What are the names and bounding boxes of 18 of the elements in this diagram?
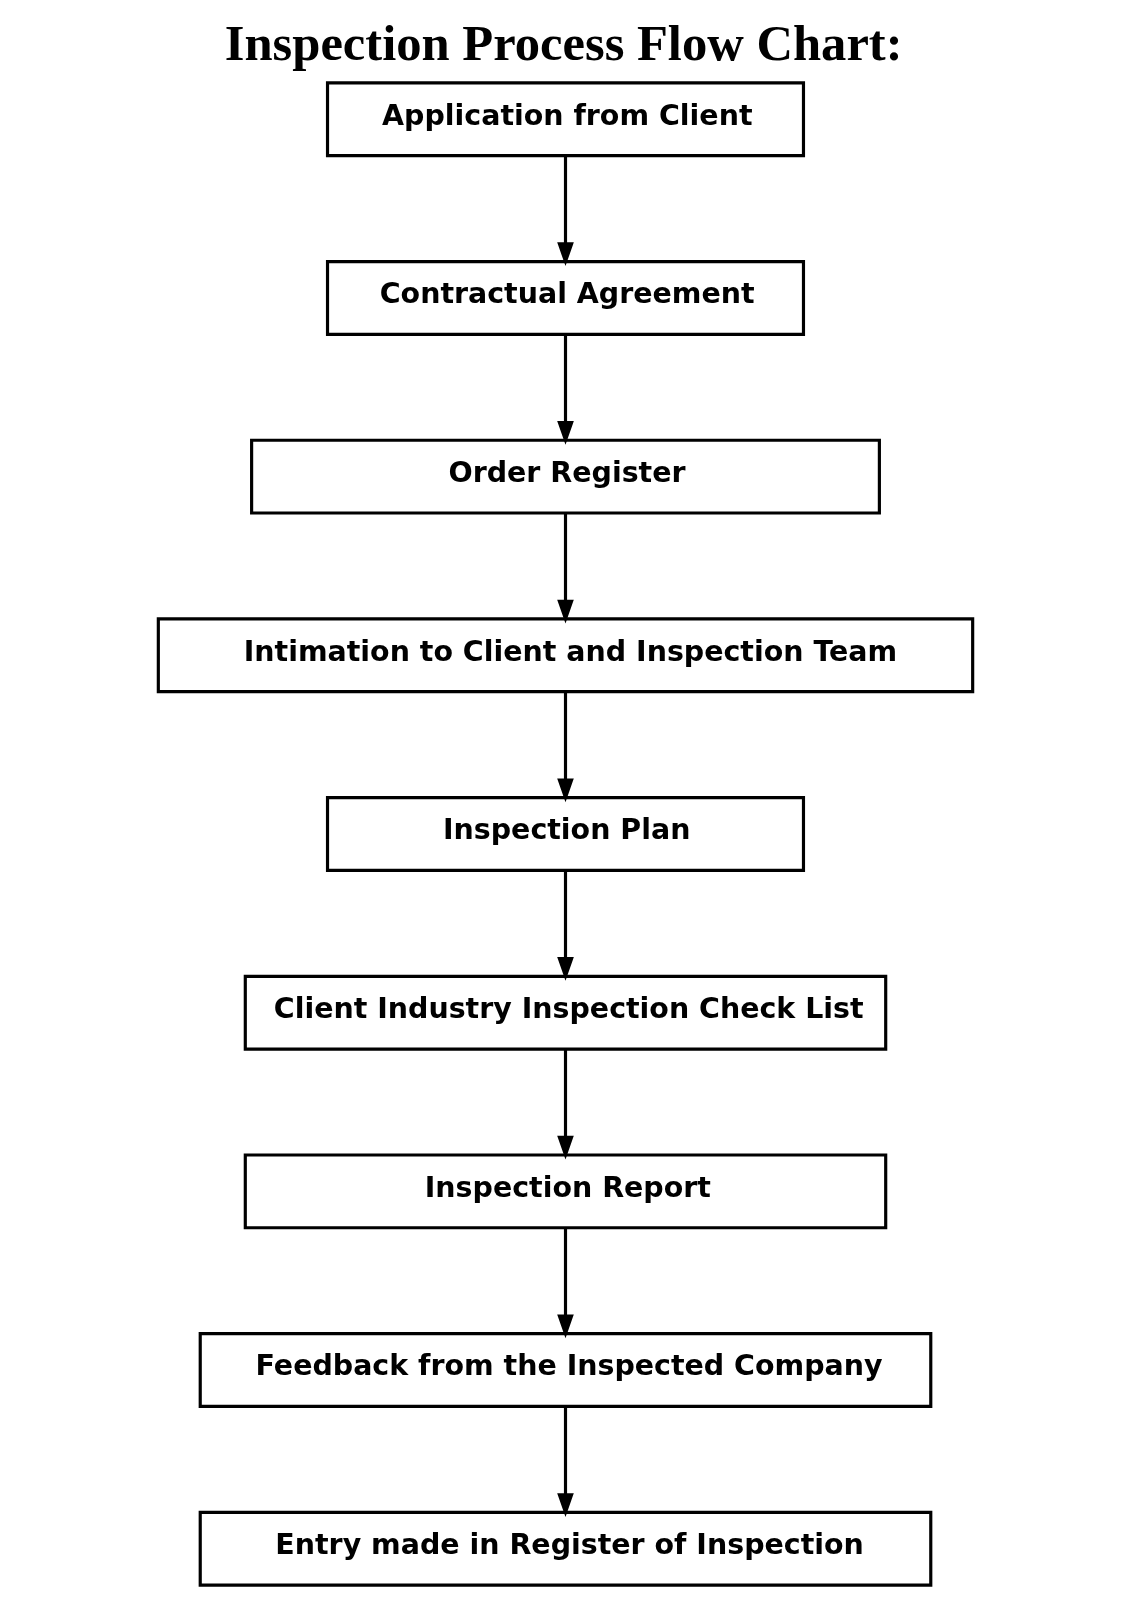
node-box: Inspection Report [243,1153,888,1230]
arrow [557,334,574,445]
arrow [557,1406,574,1517]
arrow [557,513,574,624]
arrow [557,692,574,803]
arrow [557,1228,574,1339]
arrow [557,155,574,267]
arrow [557,870,574,981]
node-box: Feedback from the Inspected Company [198,1332,933,1408]
diagram-title: Inspection Process Flow Chart: [224,15,903,72]
node-box: Application from Client [325,81,806,158]
node-box: Contractual Agreement [325,260,806,336]
node-box: Entry made in Register of Inspection [198,1510,933,1587]
node-box: Intimation to Client and Inspection Team [156,617,975,694]
node-box: Client Industry Inspection Check List [243,974,888,1051]
node-box: Order Register [250,438,881,515]
node-box: Inspection Plan [325,796,806,872]
arrow [557,1049,574,1160]
